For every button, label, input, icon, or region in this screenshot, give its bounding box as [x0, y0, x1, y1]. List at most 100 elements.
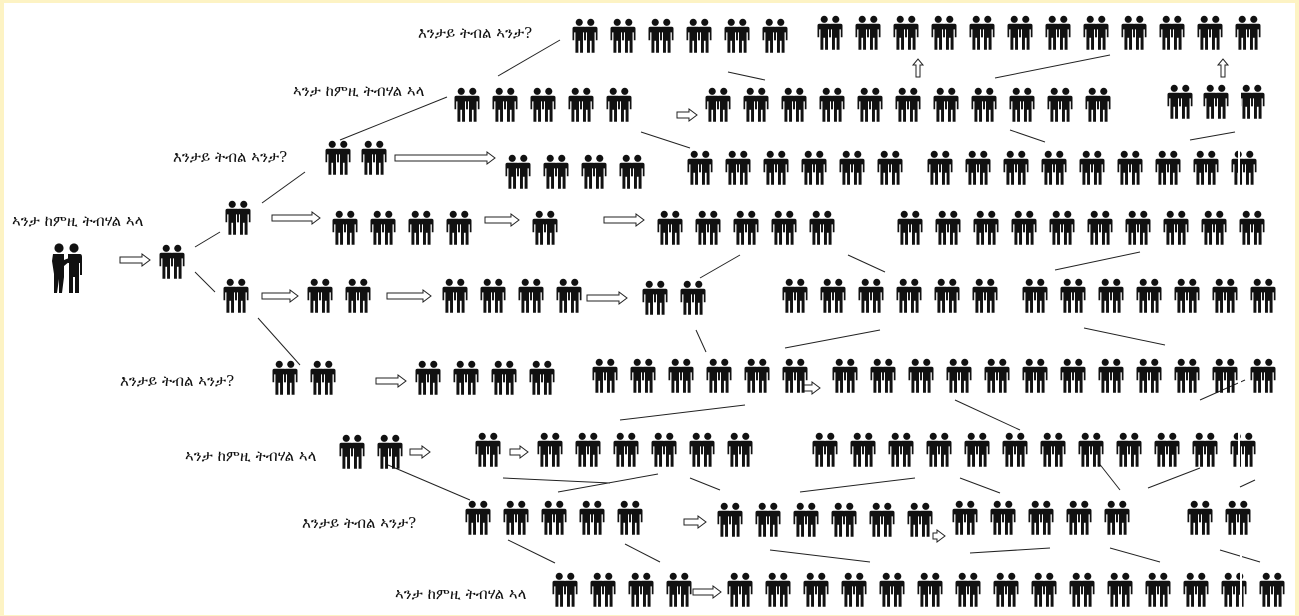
person-icon: [1157, 572, 1171, 607]
person-icon: [812, 432, 826, 467]
person-icon: [307, 278, 321, 313]
hollow-arrow-icon: [676, 108, 698, 122]
person-icon: [701, 432, 715, 467]
person-icon: [813, 150, 827, 185]
connector-line: [619, 404, 746, 421]
person-icon: [1117, 150, 1131, 185]
person-icon: [1215, 84, 1229, 119]
person-icon: [629, 500, 643, 535]
person-icon: [630, 358, 644, 393]
person-icon: [905, 15, 919, 50]
person-icon: [893, 15, 907, 50]
person-icon: [284, 360, 298, 395]
person-icon: [850, 432, 864, 467]
person-icon: [1009, 87, 1023, 122]
connector-line: [1054, 251, 1141, 271]
person-icon: [958, 358, 972, 393]
person-icon: [843, 502, 857, 537]
person-icon: [1083, 15, 1097, 50]
person-icon: [1079, 150, 1093, 185]
person-icon: [717, 502, 731, 537]
person-icon: [370, 210, 384, 245]
person-icon: [1091, 150, 1105, 185]
person-icon: [725, 150, 739, 185]
person-icon: [1041, 150, 1055, 185]
person-icon: [1154, 432, 1168, 467]
connector-line: [1009, 129, 1046, 143]
connector-line: [1239, 479, 1256, 488]
column-gap: [1238, 140, 1240, 192]
person-icon: [1069, 572, 1083, 607]
connector-lines: [194, 39, 1261, 564]
person-icon: [1175, 210, 1189, 245]
person-icon: [933, 87, 947, 122]
person-icon: [805, 502, 819, 537]
person-icon: [415, 360, 429, 395]
person-icon: [705, 87, 719, 122]
person-icon: [882, 358, 896, 393]
person-icon: [1121, 15, 1135, 50]
person-icon: [1174, 278, 1188, 313]
person-icon: [529, 360, 543, 395]
arrow-layer: [119, 58, 1230, 599]
person-icon: [1049, 210, 1063, 245]
person-icon: [1167, 84, 1181, 119]
person-icon: [717, 87, 731, 122]
person-icon: [938, 432, 952, 467]
person-icon: [625, 432, 639, 467]
person-icon: [686, 18, 700, 53]
person-icon: [1259, 572, 1273, 607]
person-icon: [505, 154, 519, 189]
person-icon: [1011, 210, 1025, 245]
person-icon: [382, 210, 396, 245]
hollow-arrow-icon: [375, 374, 407, 388]
person-icon: [1186, 358, 1200, 393]
person-icon: [888, 432, 902, 467]
person-icon: [695, 210, 709, 245]
person-icon: [1233, 572, 1247, 607]
person-icon: [442, 278, 456, 313]
person-icon: [553, 500, 567, 535]
person-icon: [782, 358, 796, 393]
person-icon: [610, 18, 624, 53]
person-icon: [319, 278, 333, 313]
person-icon: [1271, 572, 1285, 607]
hollow-arrow-icon: [803, 381, 821, 395]
person-icon: [774, 18, 788, 53]
person-icon: [1022, 358, 1036, 393]
person-icon: [891, 572, 905, 607]
person-icon: [1209, 15, 1223, 50]
person-icon: [1021, 87, 1035, 122]
hollow-arrow-icon: [119, 253, 151, 267]
person-icon: [1212, 358, 1226, 393]
person-icon: [969, 15, 983, 50]
person-icon: [1034, 278, 1048, 313]
person-icon: [593, 154, 607, 189]
person-icon: [584, 18, 598, 53]
person-icon: [503, 500, 517, 535]
person-icon: [1145, 572, 1159, 607]
person-icon: [1230, 432, 1244, 467]
person-icon: [1052, 432, 1066, 467]
person-icon: [889, 150, 903, 185]
person-icon: [793, 502, 807, 537]
person-icon: [919, 502, 933, 537]
person-icon: [1167, 150, 1181, 185]
person-icon: [1098, 358, 1112, 393]
person-icon: [841, 572, 855, 607]
hollow-arrow-up-icon: [1216, 58, 1230, 78]
person-icon: [990, 500, 1004, 535]
person-icon: [934, 278, 948, 313]
person-icon: [964, 432, 978, 467]
person-icon: [1171, 15, 1185, 50]
person-icon: [1085, 87, 1099, 122]
person-icon: [839, 150, 853, 185]
person-icon: [68, 243, 82, 293]
person-icon: [622, 18, 636, 53]
person-icon: [537, 432, 551, 467]
person-icon: [408, 210, 422, 245]
person-icon: [487, 432, 501, 467]
connector-line: [969, 547, 1051, 554]
person-icon: [1242, 432, 1256, 467]
